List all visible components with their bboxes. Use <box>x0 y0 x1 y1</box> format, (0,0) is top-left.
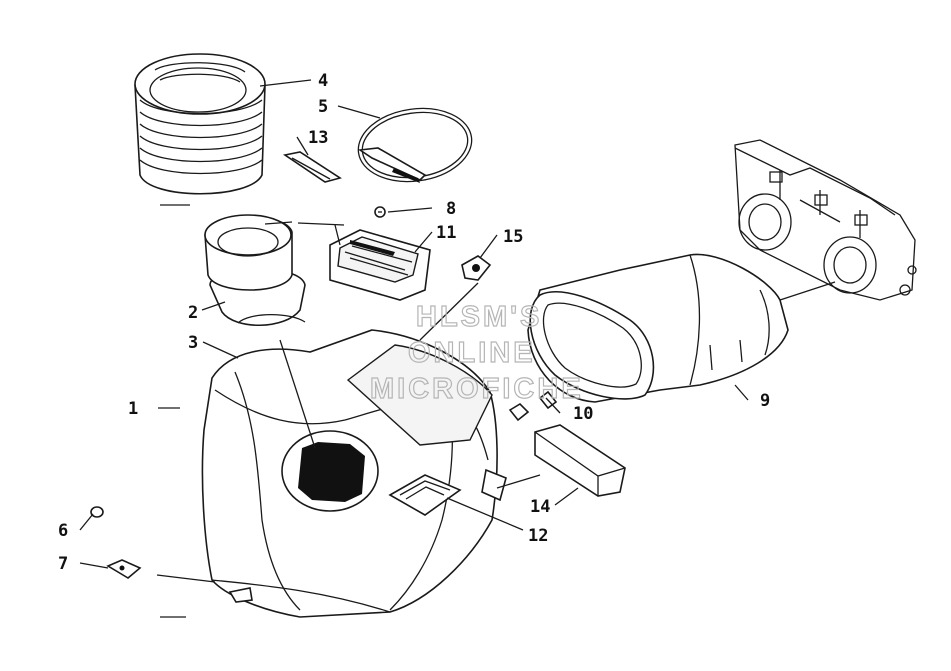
watermark-line-3: MICROFICHE <box>370 373 584 405</box>
callout-2: 2 <box>188 303 198 323</box>
callout-11: 11 <box>436 223 456 243</box>
callout-5: 5 <box>318 97 328 117</box>
callout-14: 14 <box>530 497 550 517</box>
callout-4: 4 <box>318 71 328 91</box>
part-15-clip <box>461 255 492 281</box>
callout-15: 15 <box>503 227 523 247</box>
callout-8: 8 <box>446 199 456 219</box>
callout-12: 12 <box>528 526 548 546</box>
callout-3: 3 <box>188 333 198 353</box>
part-8-screw <box>374 206 386 218</box>
part-6-cap <box>90 506 104 518</box>
part-2-intake-adapter <box>204 214 306 327</box>
carburetor-assembly <box>734 139 917 301</box>
part-5-clamp <box>357 107 473 183</box>
part-14-foam-block <box>534 424 626 497</box>
part-7-bracket <box>106 559 142 579</box>
part-13-filter-strip <box>282 151 342 183</box>
callout-6: 6 <box>58 521 68 541</box>
callout-10: 10 <box>573 404 593 424</box>
part-3-gasket <box>237 314 306 324</box>
callout-labels: 1 2 3 4 5 6 7 8 9 10 11 12 13 14 15 <box>58 71 770 574</box>
part-1-airbox-housing <box>201 329 507 618</box>
part-4-intake-bellows <box>134 53 266 195</box>
watermark-line-1: HLSM'S <box>416 301 542 333</box>
watermark-line-2: ONLINE <box>408 337 536 369</box>
leader-lines <box>79 79 836 618</box>
part-9-intake-duct <box>527 253 789 403</box>
callout-13: 13 <box>308 128 328 148</box>
callout-7: 7 <box>58 554 68 574</box>
watermark: HLSM'S ONLINE MICROFICHE <box>369 300 584 405</box>
callout-1: 1 <box>128 399 138 419</box>
callout-9: 9 <box>760 391 770 411</box>
part-11-screen-block <box>329 229 431 301</box>
